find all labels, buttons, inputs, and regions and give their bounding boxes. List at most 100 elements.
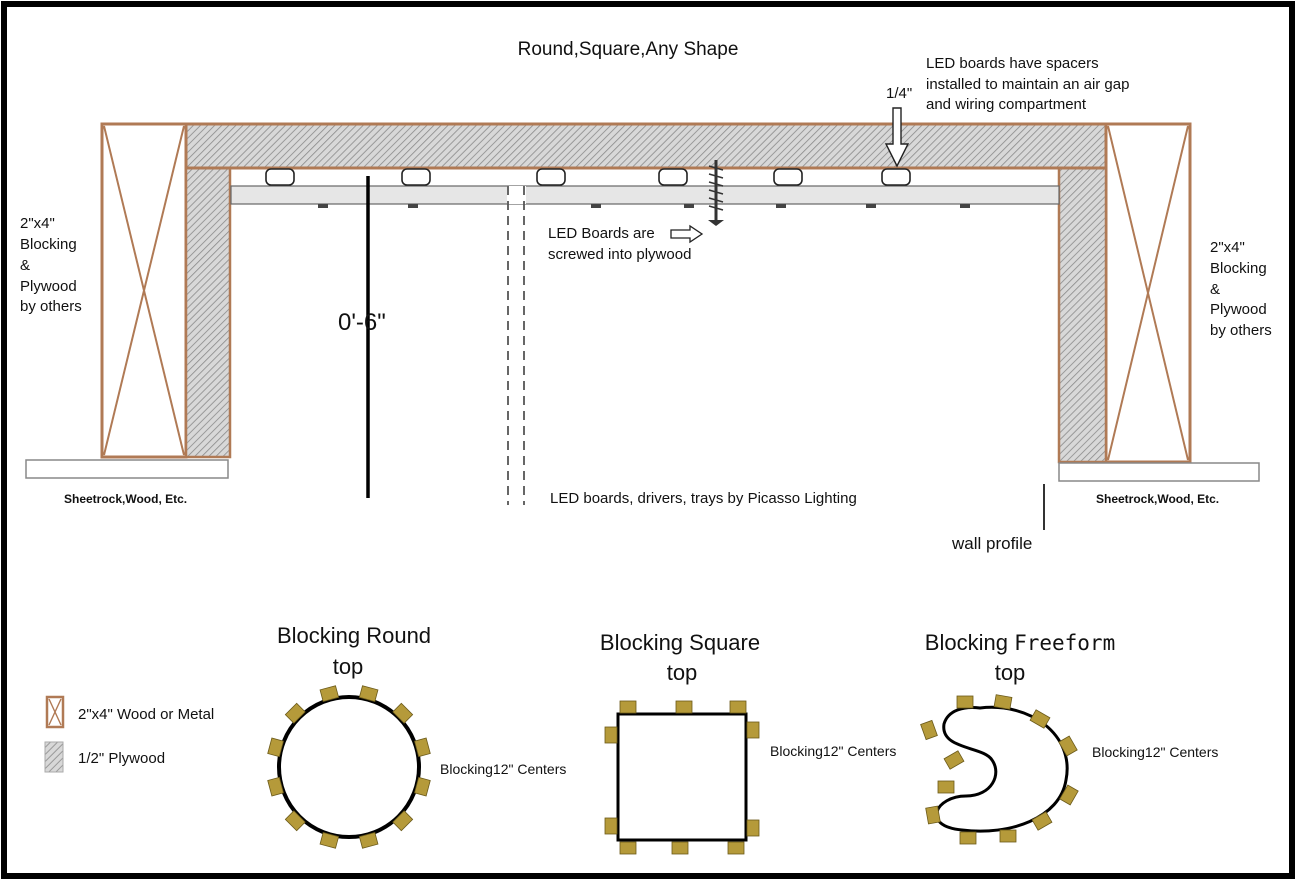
plan-freeform: Blocking Freeform top Blocking12" Center…: [920, 630, 1218, 845]
sheetrock-right-label: Sheetrock,Wood, Etc.: [1096, 492, 1219, 506]
right-label-line1: 2"x4": [1210, 239, 1245, 256]
gap-dimension-label: 1/4": [886, 85, 912, 102]
blocking-piece: [414, 776, 431, 797]
blocking-piece: [993, 694, 1013, 710]
blocking-piece: [284, 702, 306, 724]
spacer: [265, 168, 295, 186]
led-diode: [318, 204, 328, 208]
blocking-piece: [358, 832, 379, 849]
blocking-piece: [392, 810, 414, 832]
right-blocking-cross-b: [1107, 125, 1189, 461]
blocking-piece: [999, 829, 1017, 843]
square-title-line1: Blocking Square: [600, 630, 760, 655]
blocking-piece: [937, 780, 955, 794]
height-dimension-label: 0'-6": [338, 309, 386, 336]
led-diode: [408, 204, 418, 208]
blocking-piece: [392, 702, 414, 724]
blocking-piece: [943, 750, 965, 770]
credit-label: LED boards, drivers, trays by Picasso Li…: [550, 490, 857, 507]
blocking-piece: [319, 832, 340, 849]
screwed-note-line2: screwed into plywood: [548, 246, 691, 263]
right-label-line5: by others: [1210, 322, 1272, 339]
right-arrow-icon: [670, 224, 704, 244]
plan-round: Blocking Round top Blocking12" Centers: [267, 623, 566, 849]
blocking-piece: [284, 810, 306, 832]
centerline: [507, 186, 526, 505]
left-label: 2"x4" Blocking & Plywood by others: [20, 215, 82, 315]
spacer: [401, 168, 431, 186]
wall-profile-label: wall profile: [951, 534, 1032, 553]
led-diodes: [318, 204, 970, 208]
spacer: [536, 168, 566, 186]
right-label-line3: &: [1210, 281, 1220, 298]
led-diode: [684, 204, 694, 208]
spacers-note-line2: installed to maintain an air gap: [926, 76, 1129, 93]
right-plywood: [1057, 166, 1108, 464]
legend-wood-label: 2"x4" Wood or Metal: [78, 706, 214, 723]
led-diode: [776, 204, 786, 208]
freeform-title-line1: Blocking Freeform: [925, 630, 1115, 655]
led-diode: [591, 204, 601, 208]
legend: 2"x4" Wood or Metal 1/2" Plywood: [44, 695, 214, 773]
freeform-blocking-group: [920, 694, 1079, 845]
blocking-piece: [675, 700, 693, 714]
left-wall: [25, 122, 232, 479]
left-label-line1: 2"x4": [20, 215, 55, 232]
round-blocking-group: [267, 685, 431, 849]
spacer: [658, 168, 688, 186]
spacer: [773, 168, 803, 186]
blocking-piece: [925, 805, 941, 825]
plan-square: Blocking Square top Blocking12" Centers: [600, 630, 896, 855]
left-label-line5: by others: [20, 298, 82, 315]
led-tray: [230, 185, 1060, 205]
spacers-note-line3: and wiring compartment: [926, 96, 1087, 113]
blocking-piece: [920, 719, 938, 741]
top-plywood: [184, 122, 1108, 170]
left-blocking-cross-b: [103, 125, 185, 456]
left-label-line3: &: [20, 257, 30, 274]
right-label: 2"x4" Blocking & Plywood by others: [1210, 239, 1272, 339]
diagram-title: Round,Square,Any Shape: [518, 39, 739, 60]
blocking-piece: [1031, 811, 1053, 831]
blocking-piece: [358, 685, 379, 702]
left-label-line4: Plywood: [20, 278, 77, 295]
legend-plywood-swatch: [44, 741, 64, 773]
blocking-piece: [267, 776, 284, 797]
blocking-piece: [671, 841, 689, 855]
blocking-piece: [729, 700, 747, 714]
blocking-piece: [267, 737, 284, 758]
freeform-outline: [935, 705, 1069, 833]
blocking-piece: [414, 737, 431, 758]
freeform-title-line2: top: [995, 660, 1026, 685]
square-note: Blocking12" Centers: [770, 743, 896, 759]
round-outline: [277, 695, 421, 839]
round-title-line1: Blocking Round: [277, 623, 431, 648]
round-title-line2: top: [333, 654, 364, 679]
blocking-piece: [619, 841, 637, 855]
blocking-piece: [319, 685, 340, 702]
right-sheetrock: [1058, 462, 1260, 482]
spacers-note-line1: LED boards have spacers: [926, 55, 1099, 72]
round-note: Blocking12" Centers: [440, 761, 566, 777]
right-label-line2: Blocking: [1210, 260, 1267, 277]
freeform-title-word1: Blocking: [925, 630, 1014, 655]
blocking-piece: [727, 841, 745, 855]
blocking-piece: [956, 695, 974, 709]
spacer: [881, 168, 911, 186]
blocking-piece: [1029, 709, 1051, 729]
square-blocking-group: [604, 700, 760, 855]
left-label-line2: Blocking: [20, 236, 77, 253]
sheetrock-left-label: Sheetrock,Wood, Etc.: [64, 492, 187, 506]
blocking-piece: [746, 721, 760, 739]
screwed-note-line1: LED Boards are: [548, 225, 655, 242]
blocking-piece: [1058, 735, 1078, 757]
square-outline: [616, 712, 748, 842]
square-title-line2: top: [667, 660, 698, 685]
blocking-piece: [746, 819, 760, 837]
right-label-line4: Plywood: [1210, 301, 1267, 318]
blocking-piece: [959, 831, 977, 845]
left-sheetrock: [25, 459, 229, 479]
